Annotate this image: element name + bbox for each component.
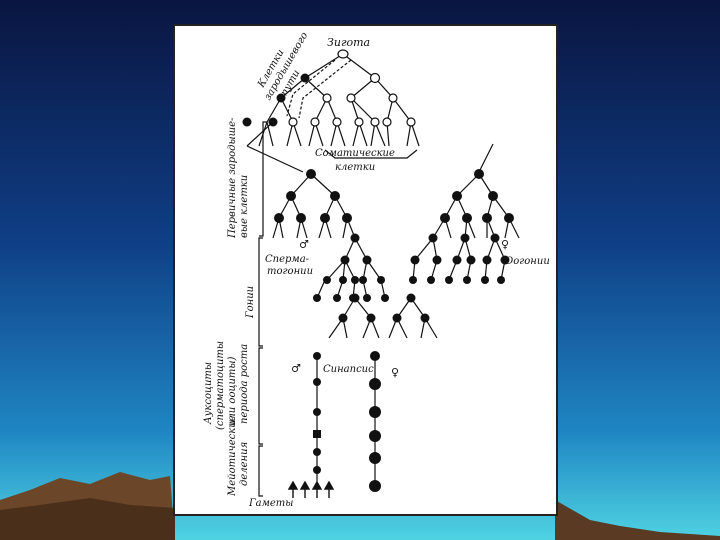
gametes-label: Гаметы — [248, 498, 293, 509]
svg-text:вые клетки: вые клетки — [239, 175, 250, 238]
germ-cells — [243, 74, 515, 493]
somatic-cells-label-1: Соматические — [315, 148, 395, 159]
female-symbol-top: ♀ — [501, 238, 509, 251]
germ-line-label: Клетки зародышевого пути — [252, 26, 321, 108]
svg-text:Первичные зародыше-: Первичные зародыше- — [227, 117, 238, 239]
male-symbol-bottom: ♂ — [291, 362, 301, 375]
somatic-cells-label-2: клетки — [335, 162, 375, 173]
spermatogonia-label-1: Сперма- — [265, 254, 310, 265]
gonia-label: Гонии — [245, 286, 256, 319]
gamete-arrows — [289, 482, 333, 498]
spermatogonia-label-2: тогонии — [267, 266, 313, 277]
stage-brackets — [259, 122, 417, 496]
meiotic-divisions-label: Мейотические деления — [227, 415, 250, 497]
zygote-label: Зигота — [327, 36, 370, 49]
diagram-panel: Зигота Клетки зародышевого пути Первичны… — [173, 24, 558, 516]
oogonia-label: Оогонии — [505, 256, 550, 267]
svg-text:периода роста: периода роста — [239, 344, 250, 424]
svg-text:Гонии: Гонии — [245, 286, 256, 319]
male-symbol-top: ♂ — [299, 238, 309, 251]
svg-text:(сперматоциты: (сперматоциты — [215, 341, 226, 430]
svg-text:деления: деления — [239, 442, 250, 486]
female-symbol-bottom: ♀ — [391, 366, 399, 379]
synapsis-label: Синапсис — [323, 364, 374, 375]
svg-text:Ауксоциты: Ауксоциты — [203, 362, 214, 425]
germ-line-diagram: Зигота Клетки зародышевого пути Первичны… — [175, 26, 556, 514]
svg-text:Мейотические: Мейотические — [227, 415, 238, 497]
primary-germ-cells-label: Первичные зародыше- вые клетки — [227, 117, 250, 239]
